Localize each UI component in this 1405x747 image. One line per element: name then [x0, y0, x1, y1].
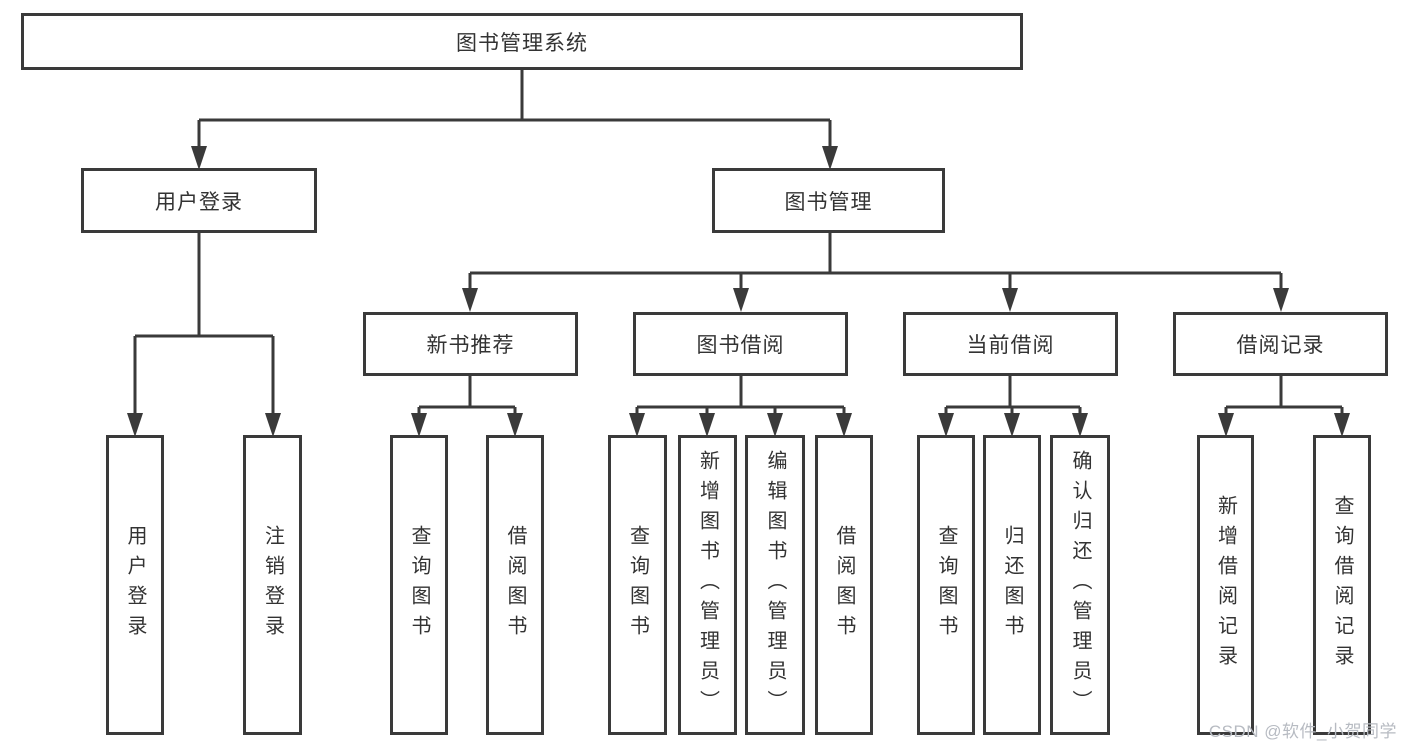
leaf-label: 确认归还（管理员） [1069, 450, 1091, 720]
leaf-query-borrow-record: 查询借阅记录 [1313, 435, 1371, 735]
leaf-label: 归还图书 [1001, 525, 1023, 645]
leaf-logout: 注销登录 [243, 435, 302, 735]
leaf-label: 查询图书 [626, 525, 649, 645]
node-root-label: 图书管理系统 [456, 31, 588, 55]
leaf-add-books-admin: 新增图书（管理员） [678, 435, 737, 735]
leaf-add-borrow-record: 新增借阅记录 [1197, 435, 1254, 735]
leaf-confirm-return-admin: 确认归还（管理员） [1050, 435, 1110, 735]
leaf-label: 新增借阅记录 [1214, 495, 1237, 675]
node-label: 图书管理 [784, 190, 873, 214]
node-borrow-records: 借阅记录 [1173, 312, 1388, 376]
leaf-label: 查询图书 [935, 525, 957, 645]
leaf-label: 借阅图书 [833, 525, 855, 645]
node-label: 图书借阅 [696, 334, 785, 357]
csdn-watermark: CSDN @软件_小贺同学 [1208, 722, 1397, 741]
leaf-label: 借阅图书 [504, 525, 526, 645]
node-root-system: 图书管理系统 [21, 13, 1023, 70]
node-current-borrow: 当前借阅 [903, 312, 1118, 376]
arrowheads [127, 146, 1350, 437]
leaf-user-login: 用户登录 [106, 435, 164, 735]
leaf-label: 查询图书 [408, 525, 430, 645]
leaf-label: 用户登录 [124, 525, 146, 645]
leaf-label: 新增图书（管理员） [696, 450, 719, 720]
leaf-query-books-borrow: 查询图书 [608, 435, 667, 735]
leaf-query-books-recommend: 查询图书 [390, 435, 448, 735]
leaf-return-books: 归还图书 [983, 435, 1041, 735]
node-label: 借阅记录 [1236, 334, 1325, 357]
node-book-borrow: 图书借阅 [633, 312, 848, 376]
leaf-edit-books-admin: 编辑图书（管理员） [745, 435, 805, 735]
leaf-borrow-books-recommend: 借阅图书 [486, 435, 544, 735]
leaf-borrow-books: 借阅图书 [815, 435, 873, 735]
leaf-label: 编辑图书（管理员） [764, 450, 786, 720]
node-label: 当前借阅 [966, 334, 1055, 357]
node-label: 用户登录 [155, 190, 243, 214]
node-user-login-branch: 用户登录 [81, 168, 317, 233]
leaf-query-books-current: 查询图书 [917, 435, 975, 735]
node-book-management-branch: 图书管理 [712, 168, 945, 233]
leaf-label: 注销登录 [261, 525, 284, 645]
node-label: 新书推荐 [426, 334, 515, 357]
leaf-label: 查询借阅记录 [1331, 495, 1353, 675]
node-new-book-recommend: 新书推荐 [363, 312, 578, 376]
